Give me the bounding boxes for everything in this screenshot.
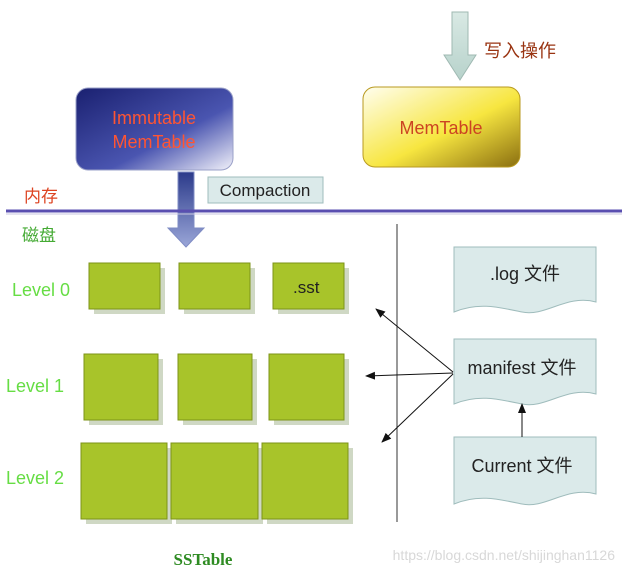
level-2-sst-files — [80, 442, 353, 524]
level-1-label: Level 1 — [6, 376, 64, 396]
level-0-label: Level 0 — [12, 280, 70, 300]
sst-file — [83, 353, 159, 421]
write-arrow — [443, 11, 477, 81]
immutable-label-line2: MemTable — [112, 132, 195, 152]
sst-file — [80, 442, 168, 520]
manifest-to-level0-arrow — [375, 308, 454, 373]
immutable-label-line1: Immutable — [112, 108, 196, 128]
memtable-label: MemTable — [399, 118, 482, 138]
level-1-sst-files — [83, 353, 349, 425]
watermark: https://blog.csdn.net/shijinghan1126 — [393, 547, 616, 563]
write-label: 写入操作 — [484, 41, 556, 61]
sst-file — [88, 262, 161, 310]
sst-file — [178, 262, 251, 310]
level-2-label: Level 2 — [6, 468, 64, 488]
level-0-sst-files: .sst — [88, 262, 349, 314]
manifest-to-level1-arrow — [365, 371, 454, 380]
compaction-label-box — [207, 176, 324, 204]
manifest-to-level2-arrow — [381, 373, 454, 443]
sst-file — [261, 442, 349, 520]
compaction-label: Compaction — [220, 181, 311, 200]
memory-label: 内存 — [24, 187, 58, 206]
memtable-box — [362, 86, 521, 168]
sst-file — [272, 262, 345, 310]
manifest-file-label: manifest 文件 — [467, 358, 576, 378]
log-file-label: .log 文件 — [490, 264, 560, 284]
current-file-doc — [453, 436, 597, 506]
disk-label: 磁盘 — [22, 226, 56, 245]
current-file-label: Current 文件 — [471, 456, 572, 476]
sst-file — [170, 442, 259, 520]
sst-file — [177, 353, 253, 421]
log-file-doc — [453, 246, 597, 314]
sst-file-label: .sst — [293, 278, 320, 297]
immutable-memtable-box — [75, 87, 234, 171]
sst-file — [268, 353, 345, 421]
sstable-label: SSTable — [174, 550, 233, 569]
